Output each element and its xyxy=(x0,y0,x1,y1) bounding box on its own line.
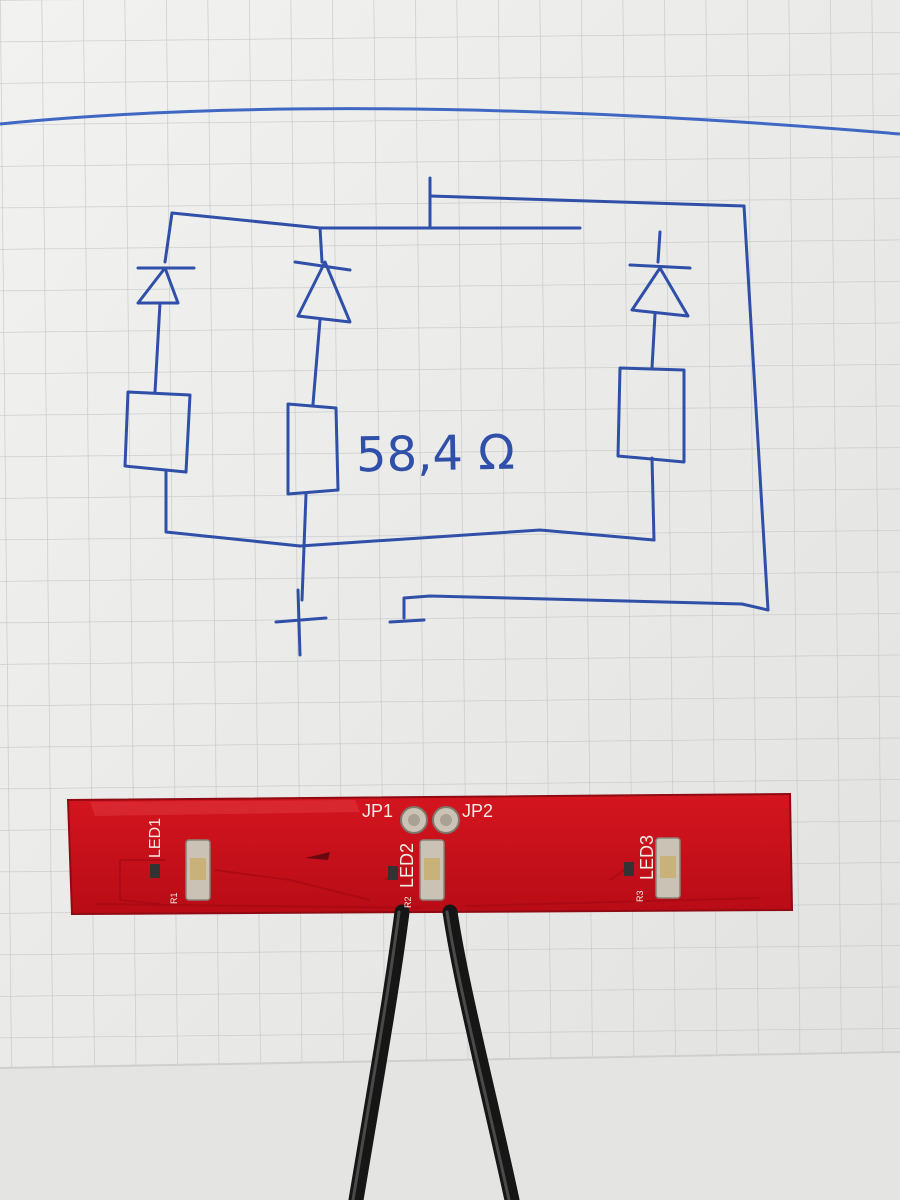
wire-left xyxy=(348,904,410,1200)
led2-component xyxy=(388,839,445,901)
led2-label: LED2 xyxy=(397,842,417,888)
led3-component xyxy=(624,837,681,899)
led-branch-right xyxy=(616,230,692,542)
power-wires xyxy=(348,904,520,1200)
bottom-rail-wire xyxy=(298,528,656,548)
plus-terminal-mark xyxy=(274,588,328,657)
r2-label: R2 xyxy=(403,896,413,908)
minus-terminal-mark xyxy=(388,594,744,624)
led-branch-left xyxy=(123,211,302,548)
jp1-label: JP1 xyxy=(362,801,394,821)
led1-label: LED1 xyxy=(147,817,164,858)
wire-right xyxy=(442,904,520,1200)
led3-label: LED3 xyxy=(637,834,657,880)
r3-label: R3 xyxy=(635,890,645,902)
hand-drawn-schematic xyxy=(123,176,770,657)
jp2-label: JP2 xyxy=(462,801,494,821)
jumper-pads xyxy=(400,806,460,834)
led-branch-middle xyxy=(286,226,352,602)
paper-margin-line xyxy=(0,107,900,136)
led1-component xyxy=(150,839,211,901)
right-outer-wire xyxy=(740,204,770,612)
r1-label: R1 xyxy=(169,892,179,904)
resistor-value-label: 58,4 Ω xyxy=(355,424,516,484)
